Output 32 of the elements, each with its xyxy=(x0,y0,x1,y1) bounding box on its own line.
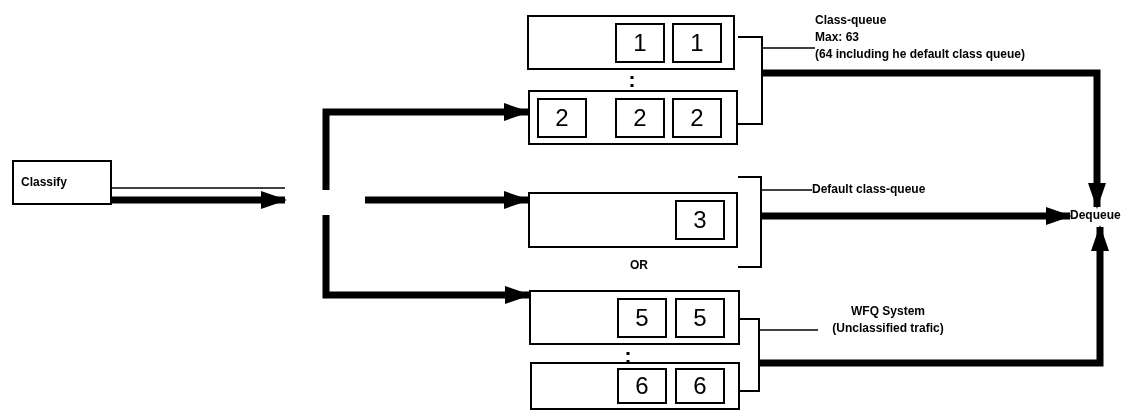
packet-box: 2 xyxy=(537,98,587,138)
packet-box: 1 xyxy=(672,23,722,63)
packet-box: 3 xyxy=(675,200,725,240)
annotation-text: (64 including he default class queue) xyxy=(815,46,1027,63)
queue-box xyxy=(528,90,738,145)
bracket xyxy=(738,36,763,125)
packet-box: 5 xyxy=(617,298,667,338)
packet-box: 2 xyxy=(615,98,665,138)
annotation-text: Max: 63 xyxy=(815,29,861,46)
leader-line xyxy=(762,47,816,49)
packet-box: 1 xyxy=(615,23,665,63)
arrow xyxy=(112,191,287,209)
queue-box xyxy=(529,290,740,345)
bracket xyxy=(740,318,760,392)
queue-box xyxy=(527,15,735,70)
annotation-text: Default class-queue xyxy=(812,181,927,198)
queue-box xyxy=(528,192,738,248)
packet-box: 6 xyxy=(675,368,725,404)
process-box: Classify xyxy=(12,160,112,205)
queue-box xyxy=(530,362,740,410)
bracket xyxy=(738,176,762,268)
packet-box: 2 xyxy=(672,98,722,138)
option-label: OR xyxy=(630,258,648,272)
connector-line xyxy=(111,187,286,189)
annotation-text: Class-queue xyxy=(815,12,888,29)
annotation-text: Dequeue xyxy=(1070,207,1122,224)
annotation-text: WFQ System xyxy=(850,303,926,320)
leader-line xyxy=(759,329,819,331)
packet-box: 6 xyxy=(617,368,667,404)
packet-box: 5 xyxy=(675,298,725,338)
leader-line xyxy=(761,189,813,191)
annotation-text: (Unclassified trafic) xyxy=(831,320,945,337)
